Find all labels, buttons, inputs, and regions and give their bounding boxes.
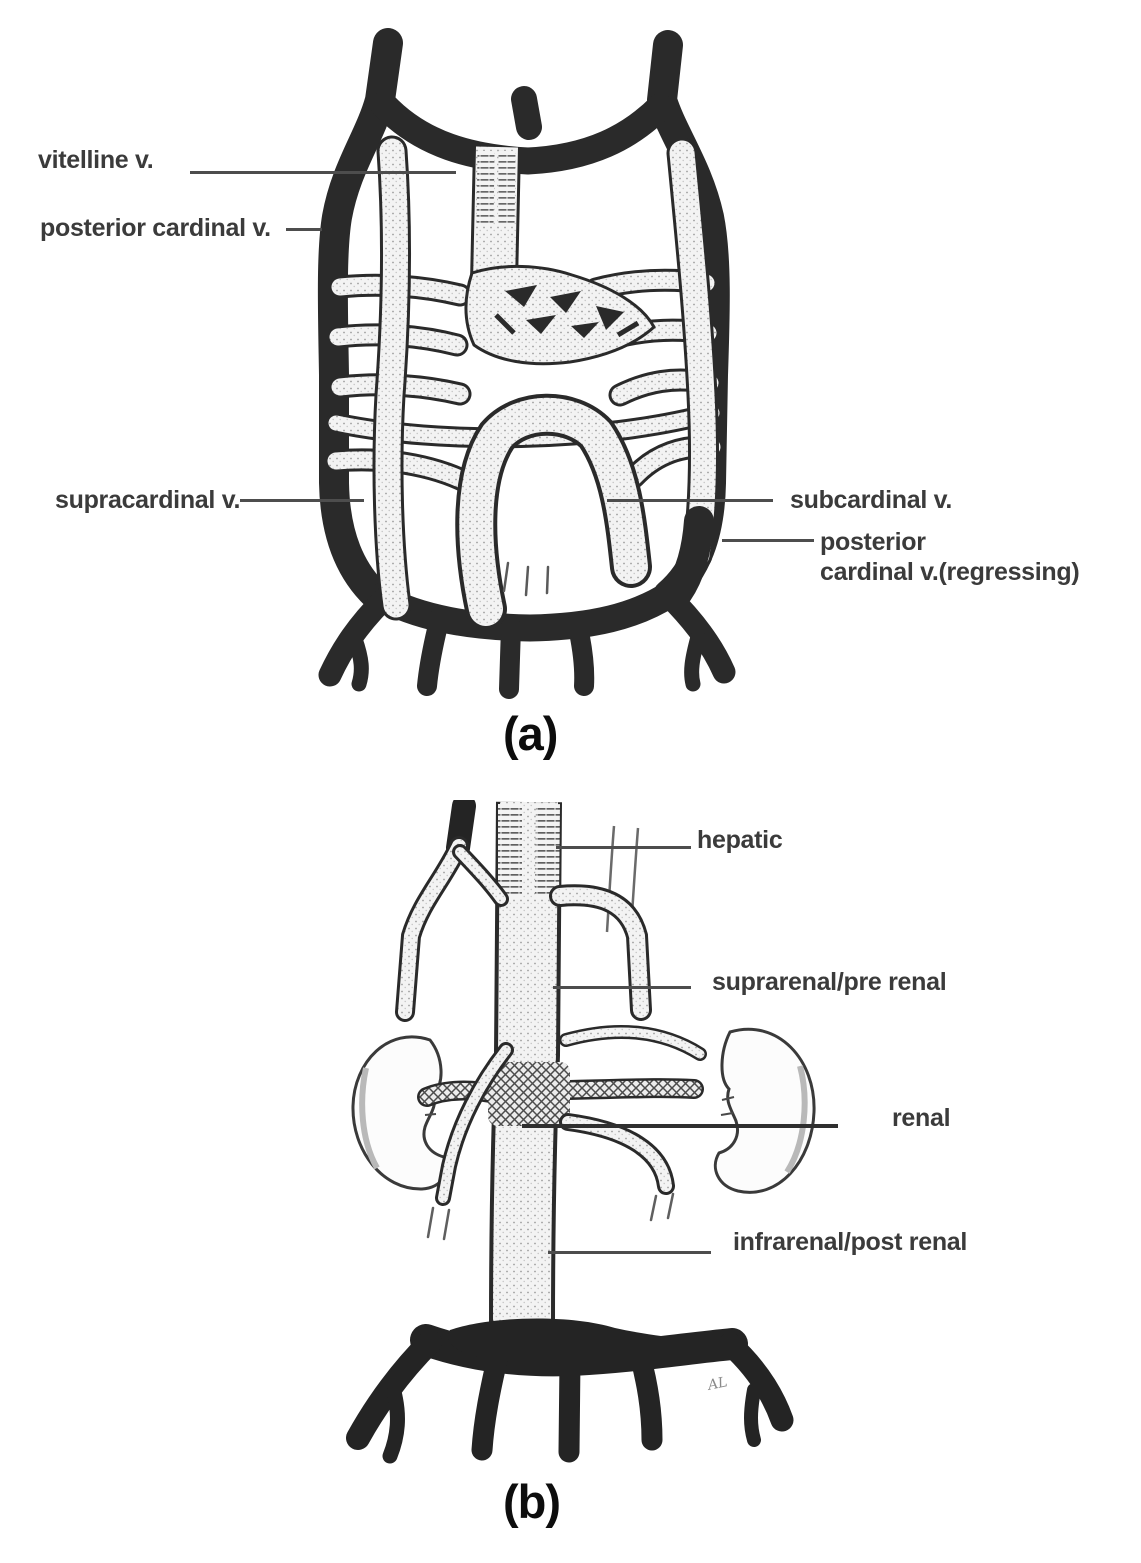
supracardinal-and-subcardinal-tubes <box>372 135 720 621</box>
leader-renal <box>522 1124 838 1128</box>
left-kidney <box>351 1035 448 1191</box>
subcardinal-arch <box>455 393 652 630</box>
panel-a-caption: (a) <box>503 707 558 760</box>
left-capped-vessel <box>395 800 509 1022</box>
inferior-vena-cava-drawing <box>346 800 816 1464</box>
leader-posterior-cardinal <box>286 228 322 231</box>
leader-supracardinal <box>240 499 364 502</box>
label-supracardinal-vein: supracardinal v. <box>55 486 241 514</box>
leader-suprarenal <box>553 986 691 989</box>
right-suprarenal-branch <box>549 884 652 1021</box>
label-posterior-cardinal-regressing-line2: cardinal v.(regressing) <box>820 558 1080 586</box>
subcardinal-anastomosis-mesh <box>464 264 656 366</box>
label-posterior-cardinal-vein: posterior cardinal v. <box>40 214 271 242</box>
left-gonadal-vessel <box>426 1042 514 1241</box>
leader-hepatic <box>556 846 691 849</box>
label-subcardinal-vein: subcardinal v. <box>790 486 953 514</box>
leader-infrarenal <box>548 1251 711 1254</box>
leader-vitelline <box>190 171 456 174</box>
confluence-fill <box>448 1318 730 1364</box>
label-renal-segment: renal <box>892 1104 951 1132</box>
renal-veins <box>417 1025 707 1126</box>
right-kidney <box>713 1027 816 1194</box>
label-posterior-cardinal-regressing-line1: posterior <box>820 528 926 556</box>
label-infrarenal-segment: infrarenal/post renal <box>733 1228 968 1256</box>
label-hepatic-segment: hepatic <box>697 826 783 854</box>
vitelline-vein-trunk <box>470 146 521 284</box>
embryonic-venous-system-drawing <box>317 28 736 699</box>
right-gonadal-arch <box>559 1113 675 1222</box>
leader-posterior-cardinal-regressing <box>722 539 814 542</box>
label-vitelline-vein: vitelline v. <box>38 146 154 174</box>
panel-b-caption: (b) <box>503 1475 561 1528</box>
leader-subcardinal <box>607 499 773 502</box>
label-suprarenal-segment: suprarenal/pre renal <box>712 968 947 996</box>
